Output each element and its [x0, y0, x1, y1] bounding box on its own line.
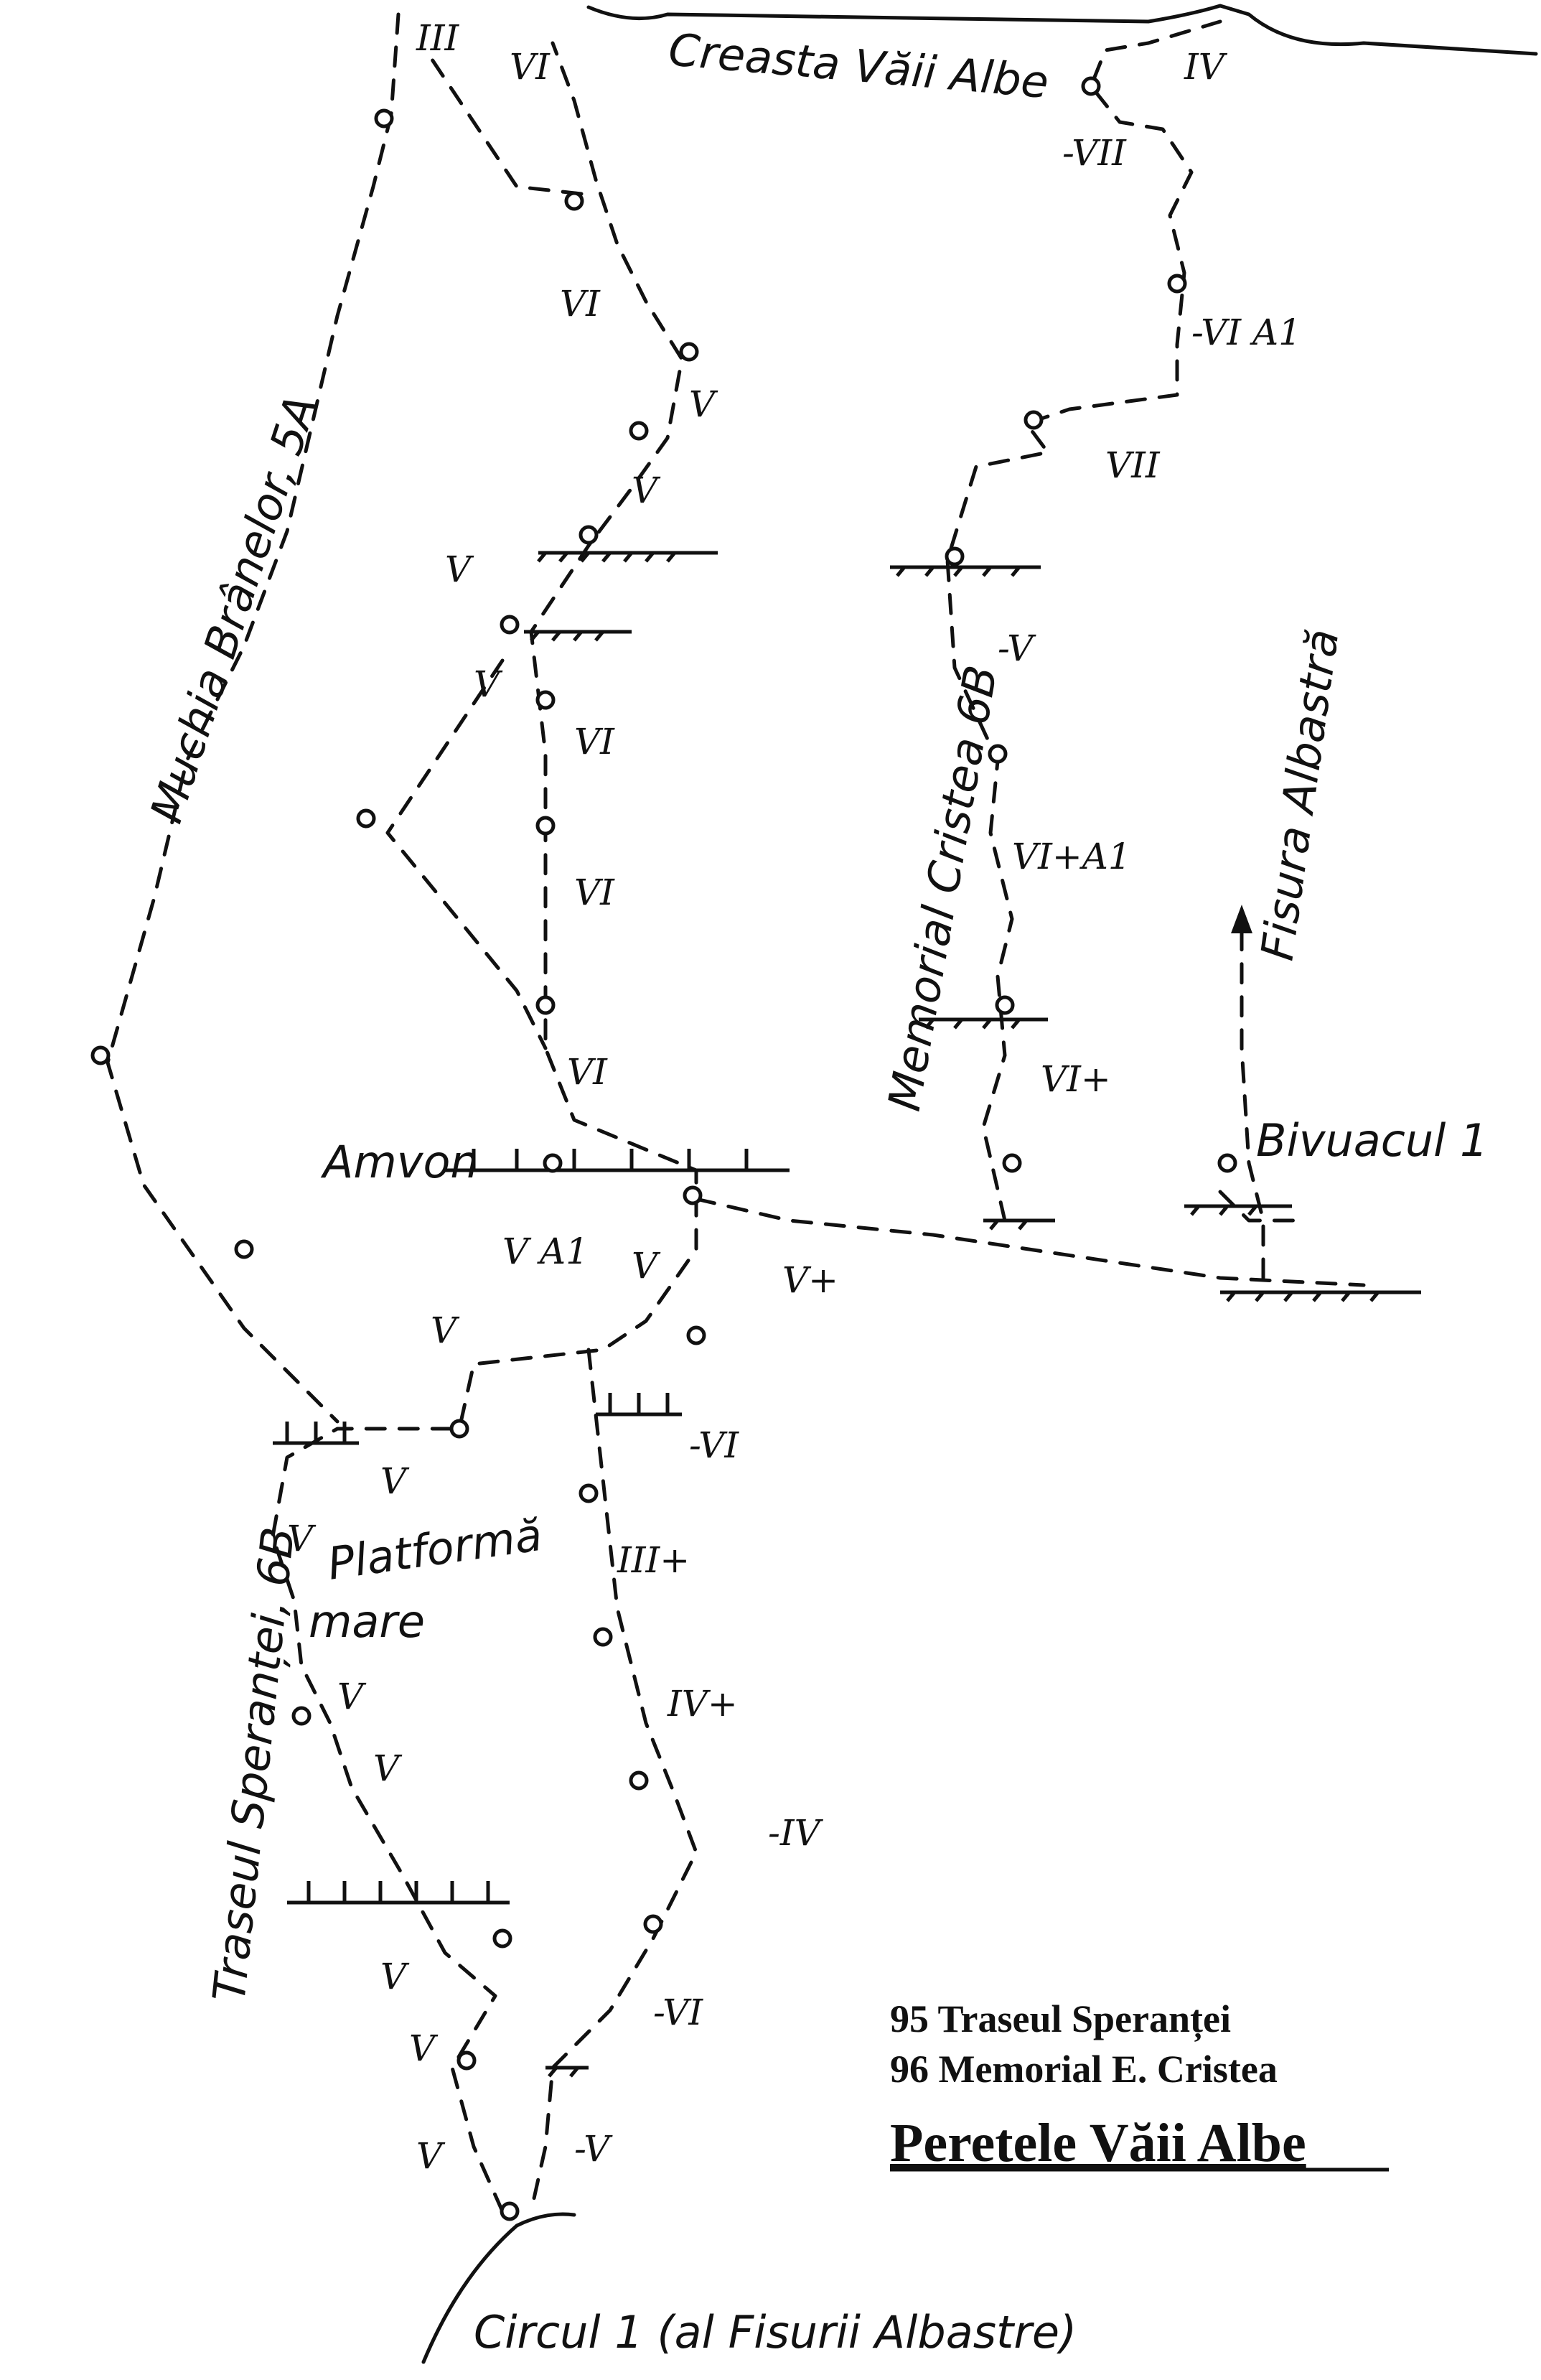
- svg-text:V A1: V A1: [502, 1231, 589, 1272]
- label-platforma: Platformă: [324, 1508, 545, 1590]
- svg-text:III: III: [416, 17, 460, 59]
- bivuacul-approach: [1218, 1190, 1308, 1223]
- fisura-arrow: [1231, 905, 1252, 933]
- label-bivuacul: Bivuacul 1: [1256, 1114, 1489, 1167]
- svg-text:-VI: -VI: [653, 1992, 703, 2033]
- muchia-link-route: [385, 658, 548, 1050]
- label-memorial-cristea: Memorial Cristea 6B: [878, 661, 1008, 1114]
- svg-text:VI+: VI+: [1041, 1058, 1111, 1100]
- svg-text:VI: VI: [510, 46, 551, 88]
- label-muchia-branelor: Muchia Brânelor, 5A: [140, 389, 327, 829]
- amvon-traverse: [694, 1197, 1366, 1287]
- label-ridge: Creasta Văii Albe: [667, 23, 1051, 108]
- ridge-line: [586, 4, 1538, 56]
- svg-text:-VII: -VII: [1062, 132, 1127, 174]
- svg-text:VI: VI: [574, 872, 615, 913]
- svg-text:V: V: [380, 1460, 410, 1502]
- svg-text:VII: VII: [1105, 444, 1161, 486]
- svg-text:V: V: [287, 1518, 317, 1559]
- svg-text:III+: III+: [617, 1539, 690, 1581]
- svg-text:V: V: [373, 1747, 403, 1789]
- svg-text:V: V: [337, 1676, 367, 1717]
- label-amvon: Amvon: [320, 1136, 479, 1188]
- svg-text:V: V: [632, 470, 661, 511]
- label-fisura-albastra: Fisura Albastră: [1251, 626, 1349, 963]
- svg-text:V: V: [445, 549, 474, 590]
- svg-text:IV+: IV+: [667, 1683, 738, 1725]
- legend-line-2: 96 Memorial E. Cristea: [890, 2048, 1278, 2091]
- svg-text:V: V: [416, 2135, 446, 2177]
- label-traseul-sperantei: Traseul Speranței, 6B: [202, 1525, 304, 2005]
- lower-right-branch: [529, 1348, 698, 2213]
- svg-text:VI: VI: [560, 283, 601, 325]
- svg-text:V: V: [632, 1245, 661, 1287]
- legend-title: Peretele Văii Albe: [890, 2113, 1306, 2173]
- ledges: [273, 551, 1421, 2078]
- muchia-branelor-route: [106, 12, 401, 1424]
- svg-text:V: V: [380, 1956, 410, 1997]
- legend-line-1: 95 Traseul Speranței: [890, 1997, 1231, 2043]
- label-circ: Circul 1 (al Fisurii Albastre): [474, 2306, 1077, 2358]
- svg-text:VI+A1: VI+A1: [1012, 836, 1131, 877]
- traseul-sperantei-branch: [428, 55, 584, 196]
- svg-text:-IV: -IV: [768, 1812, 824, 1854]
- svg-text:VI: VI: [574, 721, 615, 762]
- grade-labels: III VI IV -VII VI V V V V VI VI VI -VI A…: [287, 17, 1301, 2177]
- traseul-sperantei-route: [271, 41, 698, 2213]
- svg-text:V: V: [431, 1310, 460, 1351]
- svg-text:V: V: [474, 663, 503, 705]
- belay-stations: [90, 76, 1237, 2221]
- svg-text:V: V: [689, 383, 718, 425]
- svg-text:-VI: -VI: [689, 1424, 739, 1466]
- svg-text:V+: V+: [782, 1259, 838, 1301]
- svg-text:-VI A1: -VI A1: [1191, 312, 1301, 353]
- svg-text:V: V: [409, 2027, 439, 2069]
- fisura-albastra-route: [1240, 924, 1265, 1280]
- svg-text:-V: -V: [998, 627, 1036, 669]
- circ-arc: [421, 2212, 576, 2364]
- svg-text:IV: IV: [1184, 46, 1228, 88]
- memorial-cristea-route: [945, 19, 1222, 1223]
- svg-text:-V: -V: [574, 2128, 613, 2170]
- label-platforma-mare: mare: [309, 1595, 425, 1648]
- svg-text:VI: VI: [567, 1051, 608, 1093]
